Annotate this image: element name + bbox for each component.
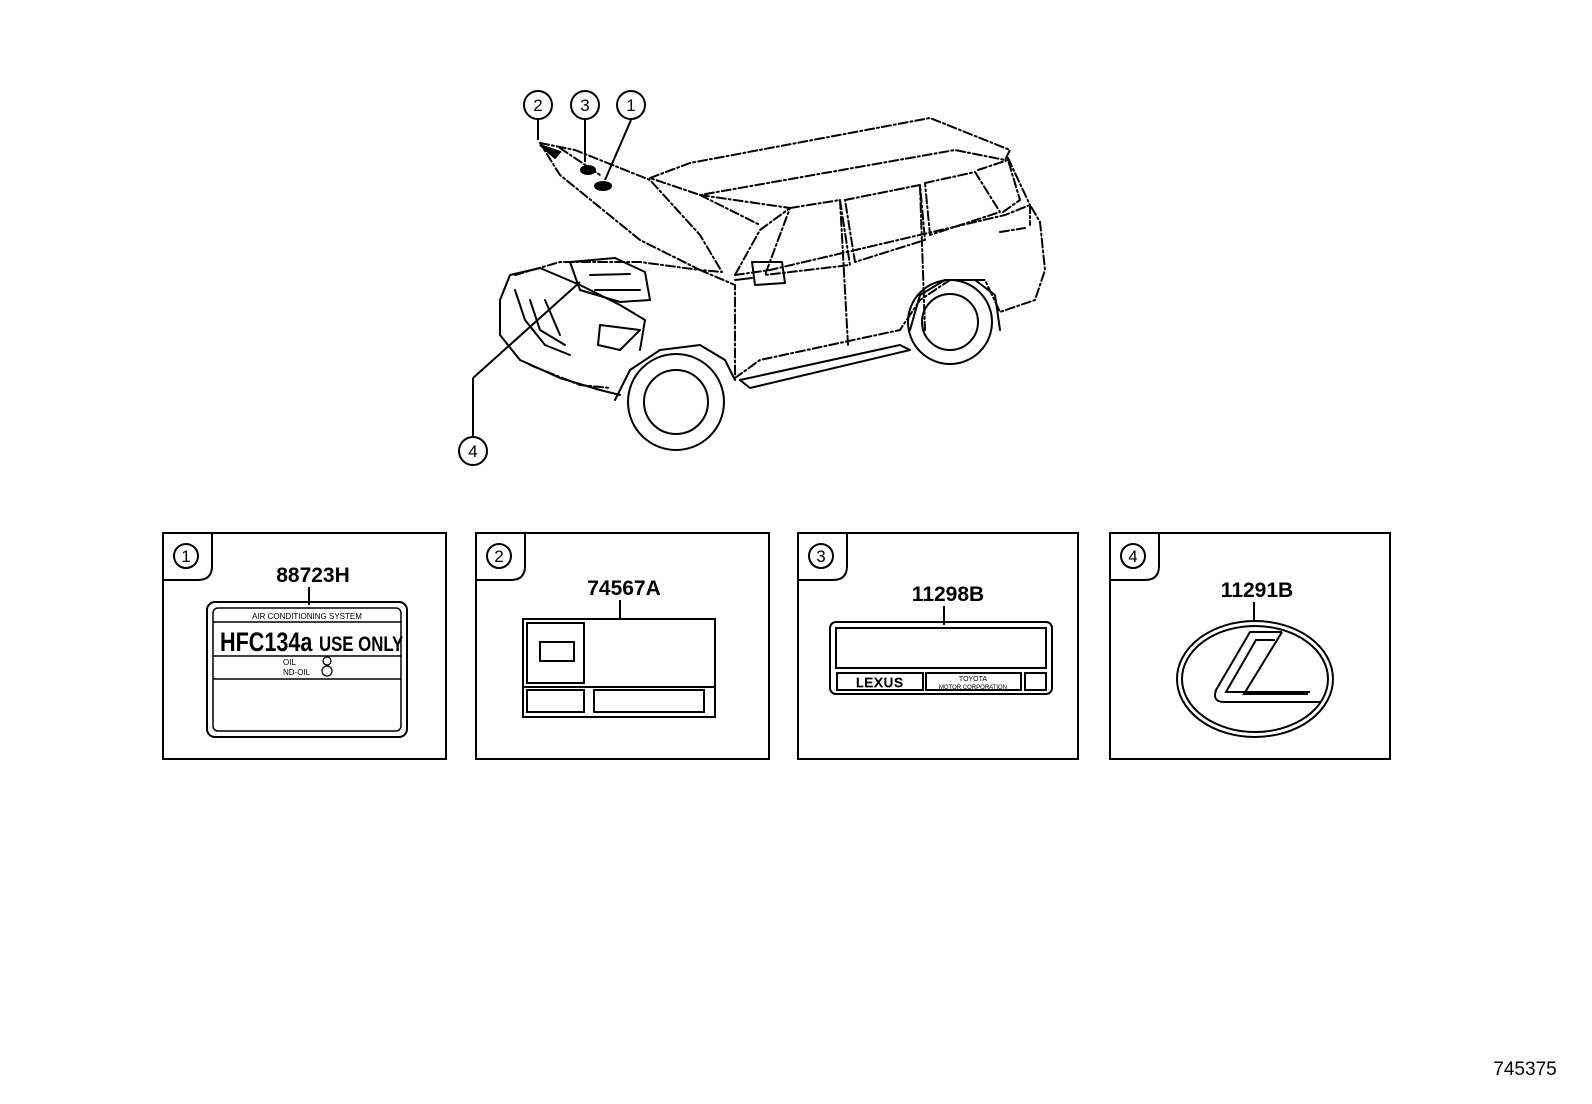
ac-label-header: AIR CONDITIONING SYSTEM: [252, 612, 362, 621]
placard-label: [522, 618, 716, 718]
leader-lines: [472, 119, 632, 436]
panel-4: 4 11291B: [1109, 532, 1391, 760]
callout-1: 1: [616, 90, 646, 120]
ac-label-symbol-icon: [321, 656, 333, 677]
callout-4: 4: [458, 436, 488, 466]
svg-text:1: 1: [626, 96, 635, 115]
ac-label: [206, 601, 408, 738]
svg-text:3: 3: [580, 96, 589, 115]
panel-1: 1 88723H AIR CONDITIONING SYSTEM HFC134a…: [162, 532, 447, 760]
panel-1-index: 1: [181, 547, 190, 566]
part-number-88723H: 88723H: [276, 564, 350, 587]
ac-label-nd-oil: ND-OIL: [283, 668, 311, 677]
lexus-emblem-icon: [1176, 620, 1334, 738]
panel-2: 2 74567A: [475, 532, 770, 760]
maker-line-2: MOTOR CORPORATION: [939, 685, 1007, 691]
lexus-wordmark: LEXUS: [856, 675, 904, 690]
vehicle-illustration: [499, 117, 1046, 451]
ac-label-refrigerant: HFC134a: [220, 628, 313, 658]
part-number-11291B: 11291B: [1221, 579, 1293, 602]
panel-3-index: 3: [816, 547, 825, 566]
vehicle-label: [829, 621, 1053, 695]
ac-label-use-only: USE ONLY: [319, 633, 404, 656]
panel-4-index: 4: [1128, 547, 1137, 566]
panel-2-index: 2: [494, 547, 503, 566]
callout-3: 3: [570, 90, 600, 120]
ac-label-oil: OIL: [283, 658, 296, 667]
part-number-74567A: 74567A: [587, 577, 661, 600]
svg-text:4: 4: [468, 442, 477, 461]
maker-line-1: TOYOTA: [959, 676, 987, 683]
svg-text:2: 2: [533, 96, 542, 115]
diagram-id: 745375: [1493, 1059, 1556, 1080]
panel-3: 3 11298B LEXUS TOYOTA MOTOR CORPORATION: [797, 532, 1079, 760]
part-number-11298B: 11298B: [912, 583, 984, 606]
callout-2: 2: [523, 90, 553, 120]
